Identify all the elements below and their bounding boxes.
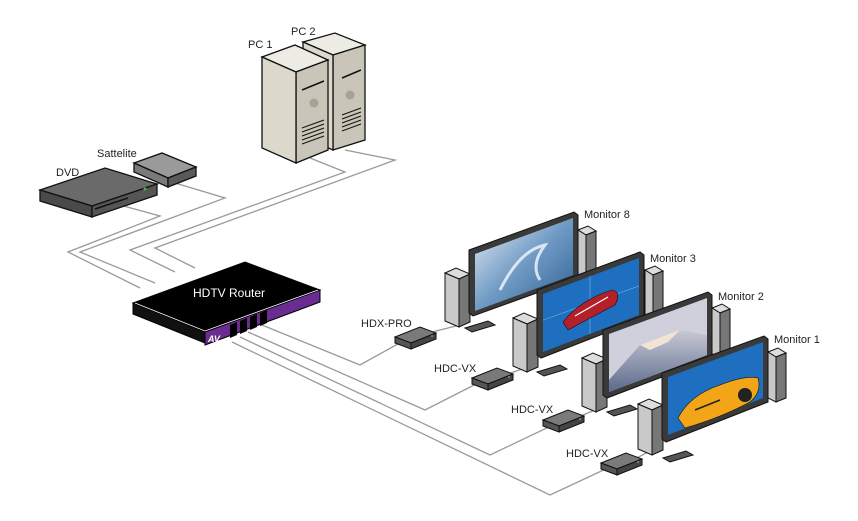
cable-router-rx3 <box>239 336 554 456</box>
pc1-label: PC 1 <box>248 39 272 51</box>
monitor-1-label: Monitor 1 <box>774 334 820 346</box>
receiver-hdc-vx-3-label: HDC-VX <box>566 448 609 460</box>
monitor-2-label: Monitor 2 <box>718 291 764 303</box>
router-brand-logo: AV <box>207 334 221 344</box>
monitor-3-label: Monitor 3 <box>650 253 696 265</box>
monitor-2[interactable] <box>580 291 732 417</box>
cable-dvd-router <box>66 204 163 289</box>
receiver-hdx-pro[interactable] <box>393 326 438 350</box>
dvd-player[interactable] <box>37 167 160 218</box>
receiver-hdc-vx-3[interactable] <box>599 452 644 476</box>
dvd-label: DVD <box>56 167 79 179</box>
receiver-hdc-vx-2-label: HDC-VX <box>511 404 554 416</box>
monitor-3[interactable] <box>511 251 665 377</box>
monitor-8-label: Monitor 8 <box>584 209 630 221</box>
router-label: HDTV Router <box>193 286 265 300</box>
pc1-tower[interactable] <box>260 44 330 164</box>
receiver-hdc-vx-1-label: HDC-VX <box>434 363 477 375</box>
cable-pc1-router <box>128 157 347 273</box>
cable-sat-router <box>78 182 228 284</box>
cable-router-rx1 <box>261 324 406 366</box>
satellite-box[interactable] <box>132 152 198 188</box>
router-ports <box>230 310 267 338</box>
cable-pc2-router <box>153 149 398 269</box>
receiver-hdc-vx-2[interactable] <box>541 409 586 433</box>
hdtv-router[interactable]: AV <box>131 261 322 346</box>
pc2-label: PC 2 <box>291 26 315 38</box>
cable-router-rx4 <box>231 341 611 496</box>
receiver-hdc-vx-1[interactable] <box>470 367 515 391</box>
satellite-label: Sattelite <box>97 148 137 160</box>
monitor-1[interactable] <box>636 335 788 463</box>
cable-router-rx2 <box>247 331 481 411</box>
receiver-hdx-pro-label: HDX-PRO <box>361 318 412 330</box>
